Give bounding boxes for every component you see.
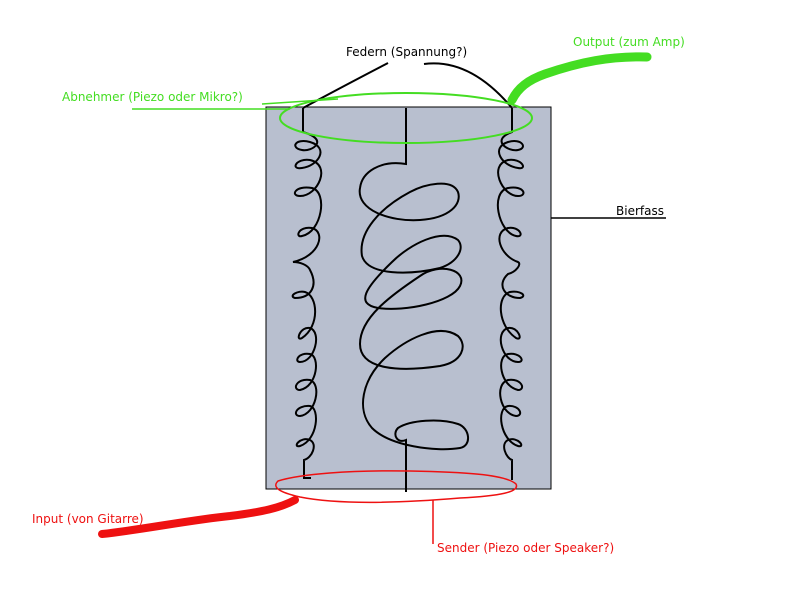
barrel-label: Bierfass [616, 204, 664, 218]
spring-right [497, 108, 525, 480]
input-cable [98, 496, 299, 538]
pickup-ellipse [279, 92, 533, 144]
output-label: Output (zum Amp) [573, 35, 685, 49]
input-label: Input (von Gitarre) [32, 512, 144, 526]
spring-middle [358, 108, 469, 492]
transmitter-label: Sender (Piezo oder Speaker?) [437, 541, 614, 555]
transmitter-outline [275, 470, 518, 504]
pickup-leader-line [132, 98, 339, 110]
springs-label: Federn (Spannung?) [346, 45, 467, 59]
pickup-label: Abnehmer (Piezo oder Mikro?) [62, 90, 243, 104]
springs-top-wire-right [423, 62, 513, 109]
spring-left [291, 108, 323, 479]
output-cable [507, 52, 652, 105]
springs-top-wire-left [302, 62, 389, 109]
